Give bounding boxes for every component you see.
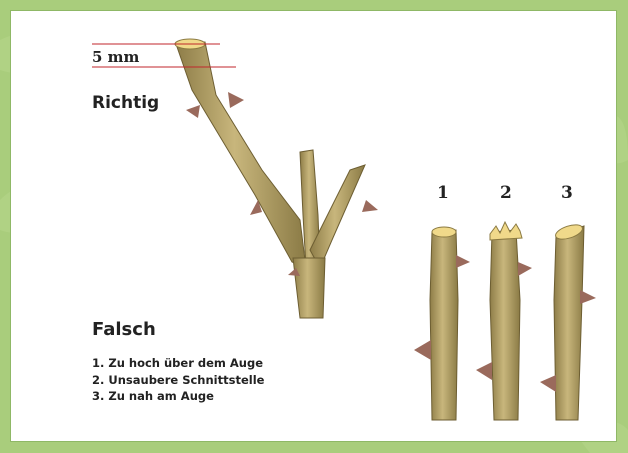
correct-heading: Richtig xyxy=(92,93,159,113)
list-item: 3. Zu nah am Auge xyxy=(92,388,264,405)
wrong-cut-stem-1 xyxy=(414,227,470,420)
list-item: 2. Unsaubere Schnittstelle xyxy=(92,372,264,389)
wrong-cut-stem-2 xyxy=(476,222,532,420)
stem-number-3: 3 xyxy=(561,183,573,203)
correct-cut-stem xyxy=(175,39,378,318)
wrong-heading: Falsch xyxy=(92,319,156,340)
stem-number-2: 2 xyxy=(500,183,512,203)
list-item: 1. Zu hoch über dem Auge xyxy=(92,355,264,372)
wrong-cut-stem-3 xyxy=(540,222,596,420)
stem-number-1: 1 xyxy=(437,183,449,203)
measurement-label: 5 mm xyxy=(92,48,139,66)
wrong-reasons-list: 1. Zu hoch über dem Auge 2. Unsaubere Sc… xyxy=(92,355,264,405)
